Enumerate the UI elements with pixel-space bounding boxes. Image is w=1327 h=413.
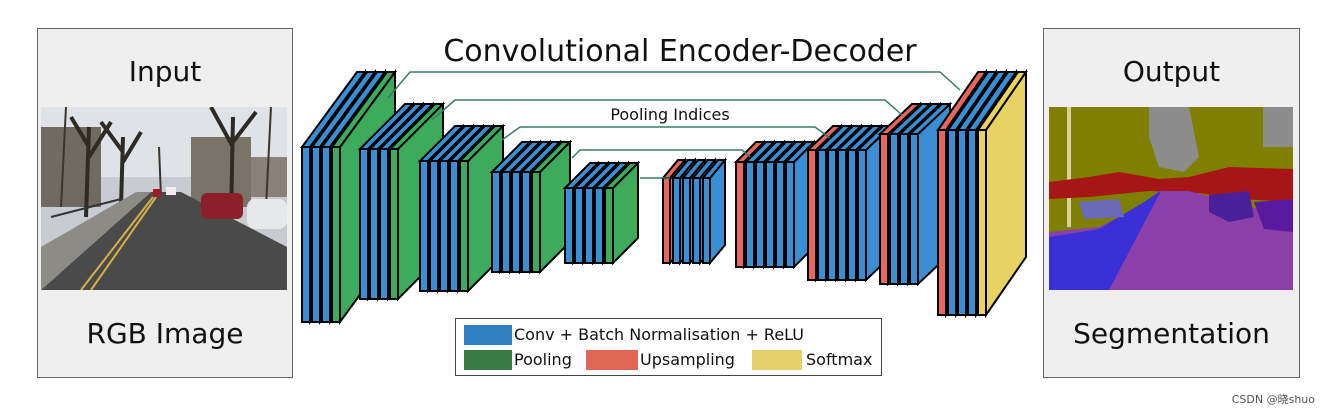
legend: Conv + Batch Normalisation + ReLU Poolin… xyxy=(455,318,882,376)
input-caption: RGB Image xyxy=(86,317,244,350)
enc-block-4-slab-4 xyxy=(529,139,573,275)
pooling-index-arrow-1 xyxy=(431,99,903,121)
legend-softmax-label: Softmax xyxy=(806,350,873,369)
legend-softmax-swatch xyxy=(752,350,802,370)
pooling-index-arrow-3 xyxy=(571,149,751,159)
input-street-photo xyxy=(41,107,287,290)
pooling-index-arrow-2 xyxy=(501,126,831,141)
dec-block-1-slab-4 xyxy=(700,157,728,266)
legend-conv-label: Conv + Batch Normalisation + ReLU xyxy=(514,325,804,344)
output-title: Output xyxy=(1122,55,1221,88)
output-caption: Segmentation xyxy=(1073,317,1270,350)
watermark: CSDN @晓shuo xyxy=(1231,393,1315,406)
diagram-title: Convolutional Encoder-Decoder xyxy=(443,34,917,69)
enc-block-5-slab-4 xyxy=(602,160,641,266)
legend-conv-swatch xyxy=(464,325,512,345)
pooling-index-arrow-0 xyxy=(387,71,961,99)
legend-pooling-label: Pooling xyxy=(514,350,572,369)
legend-upsampling-label: Upsampling xyxy=(640,350,735,369)
legend-upsampling-swatch xyxy=(586,350,638,370)
output-segmentation-map xyxy=(1049,107,1293,290)
dec-block-5-slab-4 xyxy=(976,68,1028,319)
enc-block-3-slab-4 xyxy=(457,123,506,294)
legend-pooling-swatch xyxy=(464,350,512,370)
input-title: Input xyxy=(128,55,202,88)
pooling-indices-label: Pooling Indices xyxy=(610,105,730,124)
